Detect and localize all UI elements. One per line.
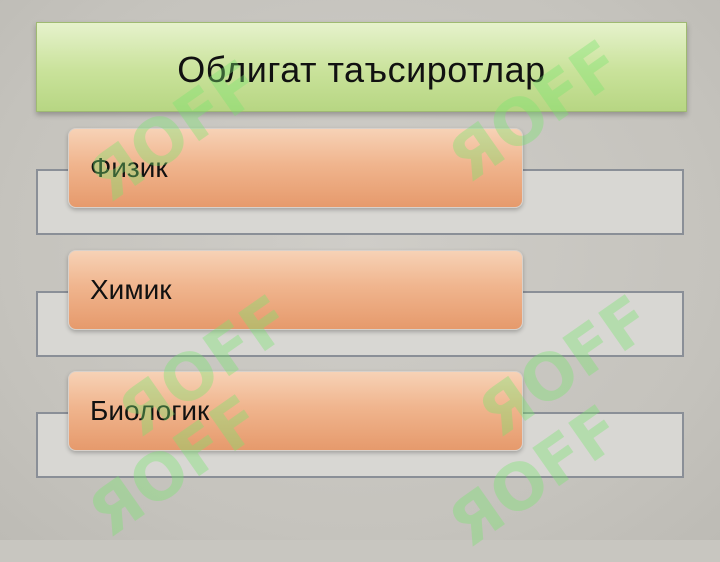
list-item-label: Биологик — [90, 395, 210, 426]
list-item-physical: Физик — [68, 128, 523, 208]
slide-title: Облигат таъсиротлар — [177, 49, 546, 90]
list-item-label: Физик — [90, 152, 168, 183]
list-item-chemical: Химик — [68, 250, 523, 330]
list-item-label: Химик — [90, 274, 172, 305]
slide-title-bar: Облигат таъсиротлар — [36, 22, 687, 112]
list-item-biological: Биологик — [68, 371, 523, 451]
